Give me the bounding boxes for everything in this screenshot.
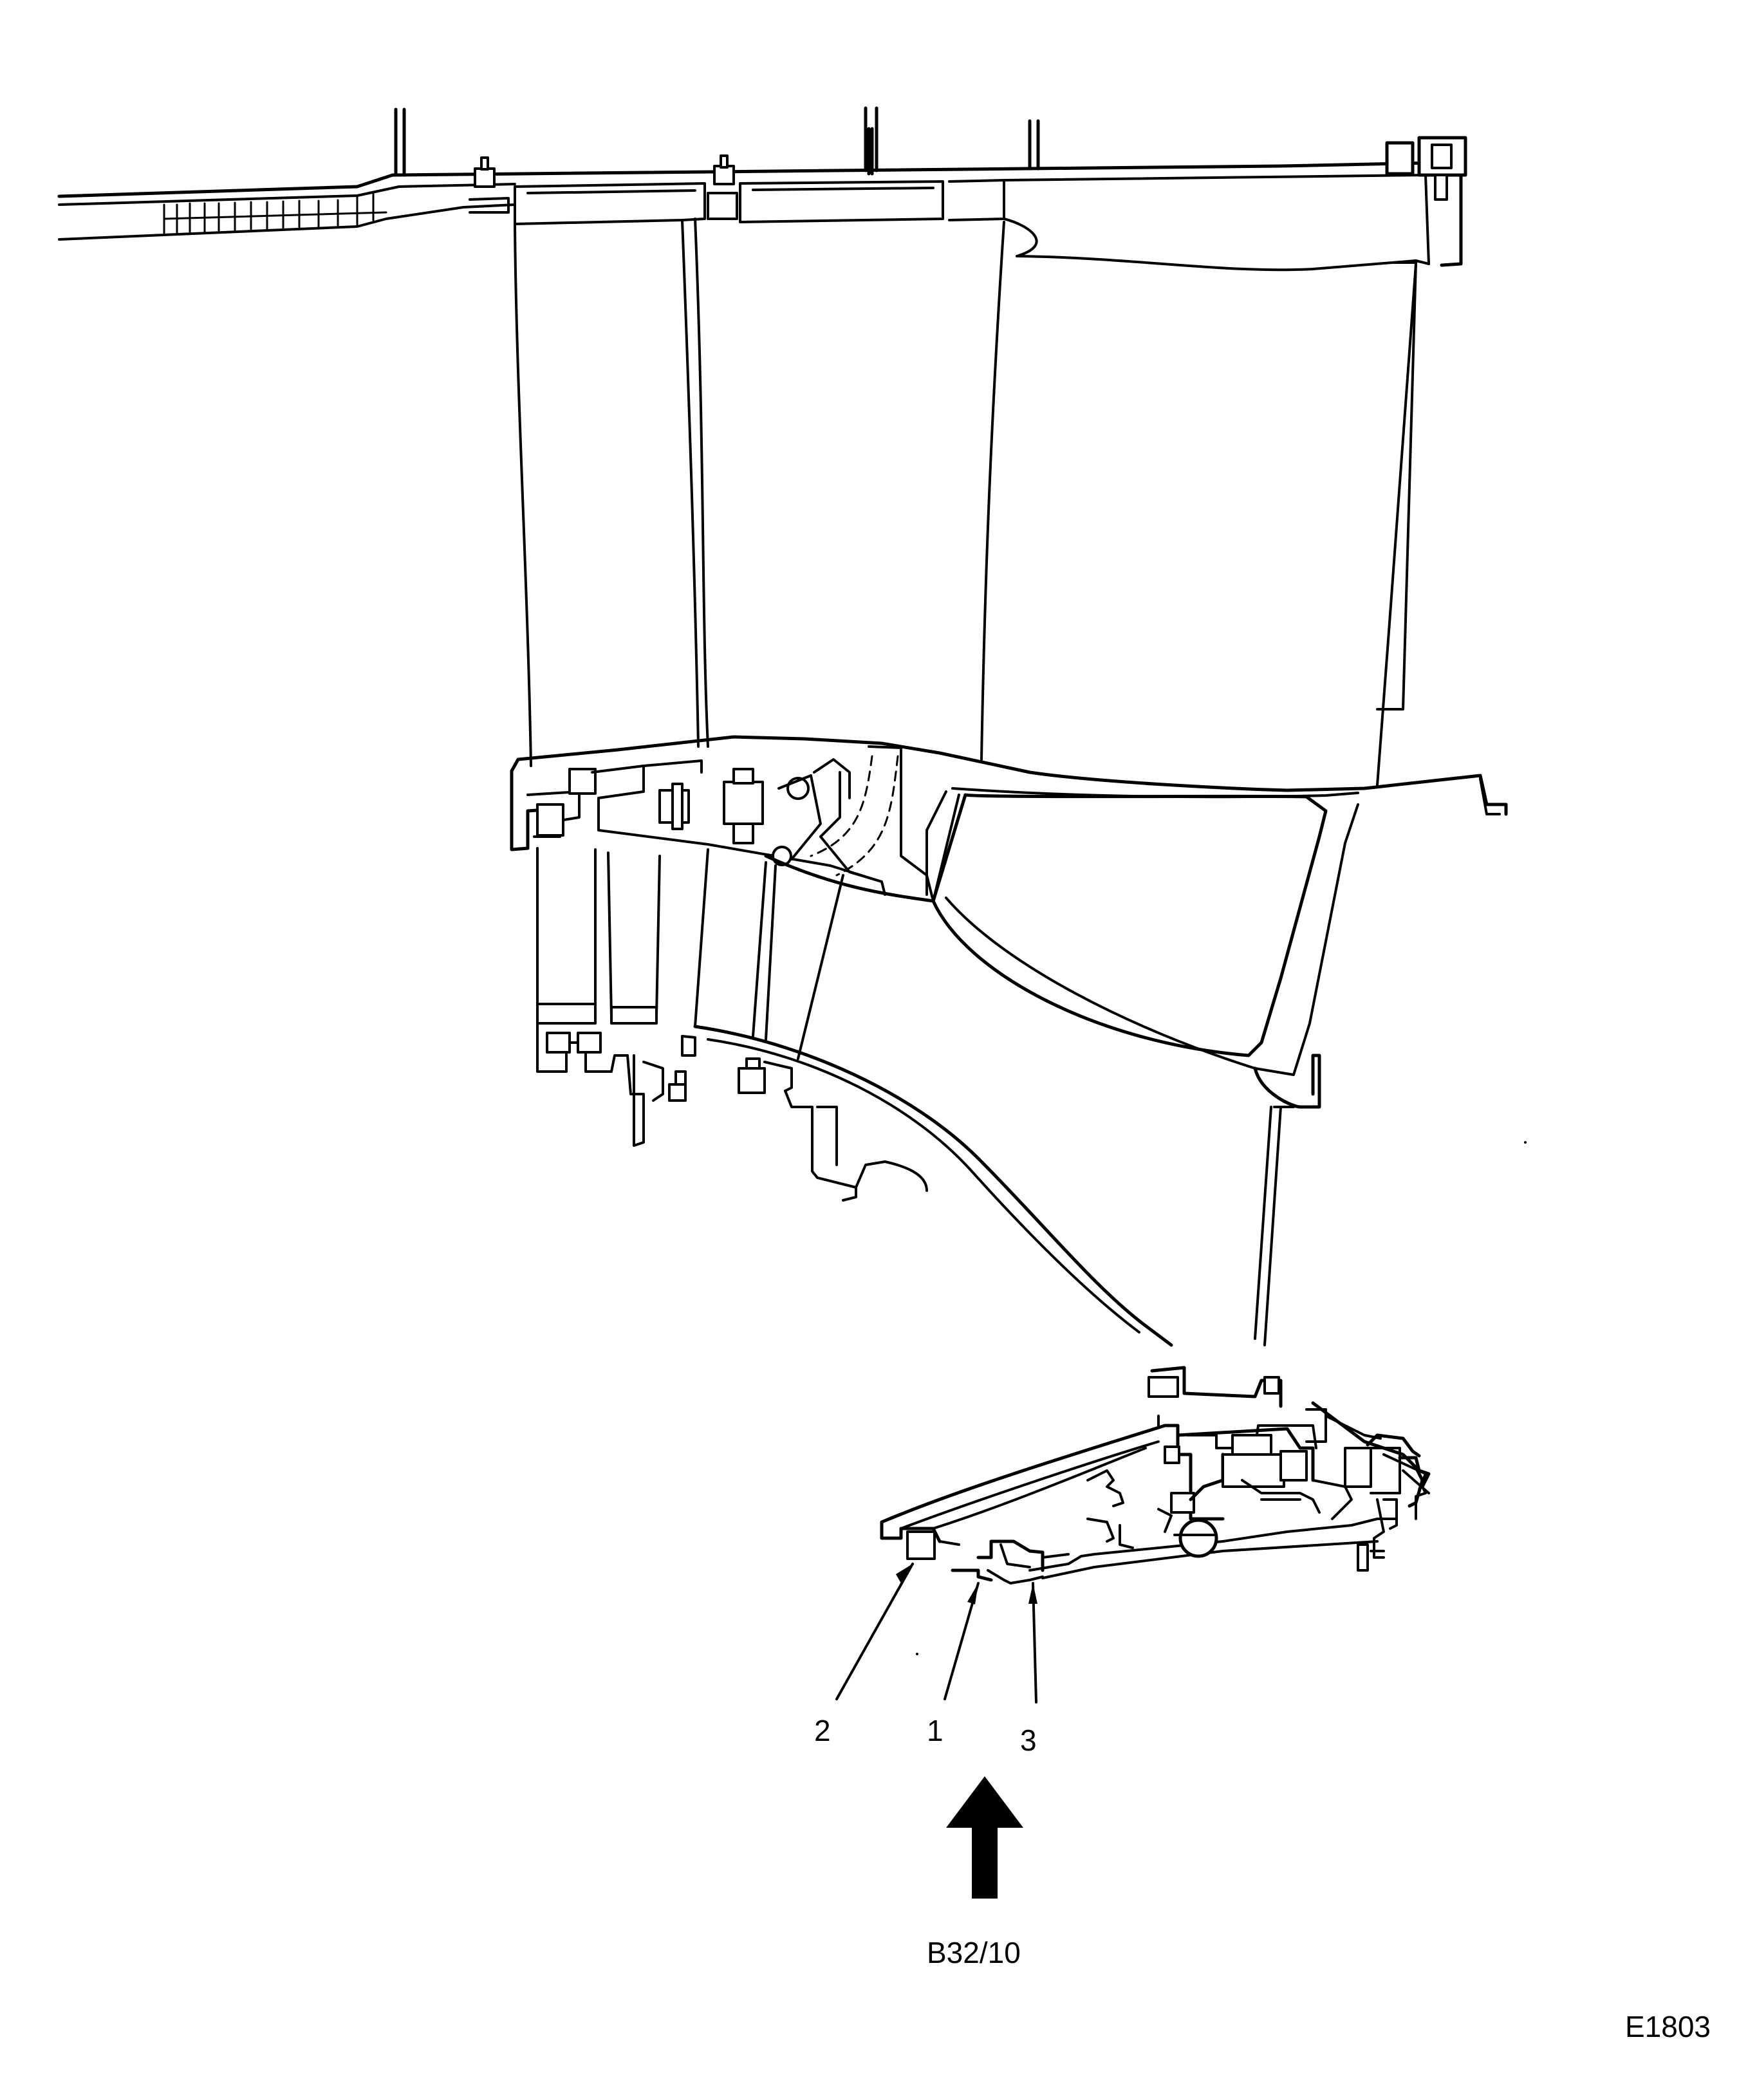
leader-2 xyxy=(835,1563,914,1700)
callout-3: 3 xyxy=(1020,1724,1037,1757)
scan-dot xyxy=(916,1653,918,1655)
leader-3-arrowhead xyxy=(1028,1583,1037,1604)
outer-casing xyxy=(57,106,1467,267)
hub-assembly xyxy=(880,1366,1431,1584)
leader-1-arrowhead xyxy=(967,1583,978,1604)
view-reference-label: B32/10 xyxy=(927,1936,1021,1969)
figure-id: E1803 xyxy=(1625,2010,1711,2043)
outer-shrouds xyxy=(469,174,1430,272)
view-direction-arrow: B32/10 xyxy=(927,1776,1023,1969)
callout-1: 1 xyxy=(927,1714,944,1747)
leader-2-arrowhead xyxy=(896,1564,913,1583)
vanes xyxy=(514,218,1417,786)
scan-dot xyxy=(1524,1141,1527,1144)
mid-platform xyxy=(510,735,1508,902)
callout-labels: 2 1 3 xyxy=(814,1714,1037,1757)
strut-frame xyxy=(764,793,1359,1109)
lower-vanes xyxy=(536,847,1282,1347)
callout-2: 2 xyxy=(814,1714,831,1747)
view-arrow-icon xyxy=(946,1776,1023,1899)
callout-leaders xyxy=(835,1563,1037,1704)
lower-left-hardware xyxy=(536,1022,928,1202)
cooling-fins xyxy=(163,192,387,234)
